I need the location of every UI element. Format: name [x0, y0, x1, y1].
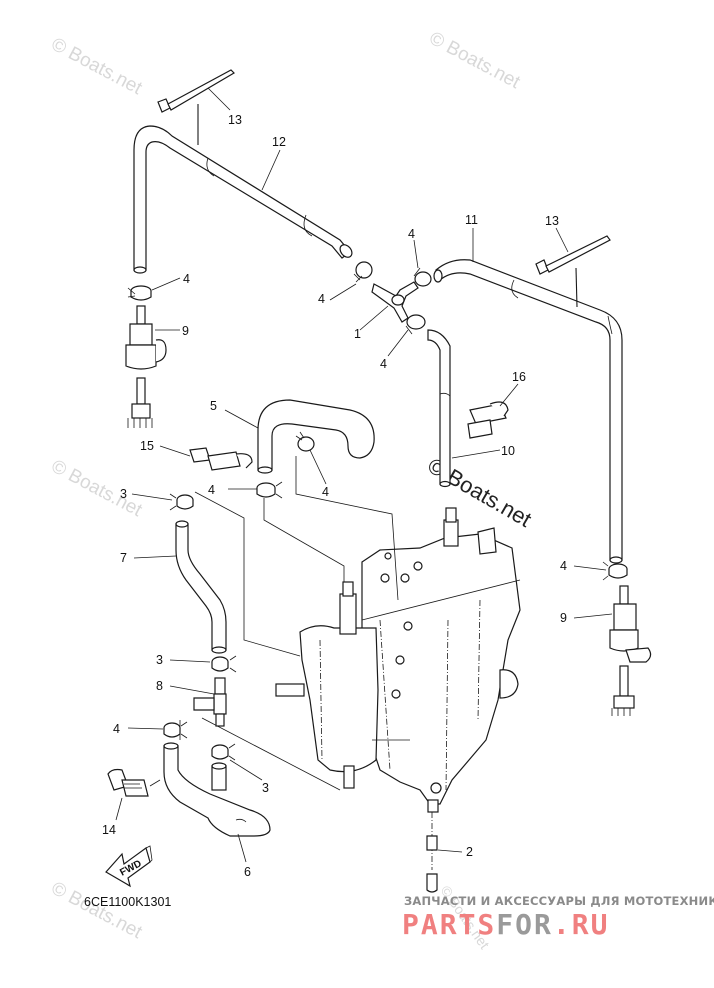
- callout-10: 10: [501, 444, 515, 458]
- clamp-4-hose5: [295, 431, 315, 452]
- clamp-4-center-right: [413, 267, 432, 287]
- callout-4-g: 4: [560, 559, 567, 573]
- callout-13-left: 13: [228, 113, 242, 127]
- callout-2: 2: [466, 845, 473, 859]
- clamp-4-left-top: [127, 285, 152, 301]
- hose-10: [427, 329, 451, 488]
- watermark-top-right: © Boats.net: [426, 28, 524, 94]
- advert-banner: ЗАПЧАСТИ И АКСЕССУАРЫ ДЛЯ МОТОТЕХНИКИ PA…: [402, 894, 714, 941]
- callout-6: 6: [244, 865, 251, 879]
- clamp-4-center-left: [353, 261, 373, 283]
- clamp-3-lower: [211, 743, 236, 761]
- callout-11: 11: [465, 213, 478, 227]
- callout-16: 16: [512, 370, 526, 384]
- clamp-3-middle: [211, 655, 237, 673]
- hose-5: [257, 399, 375, 474]
- clip-14: [107, 768, 149, 797]
- fuel-connector-9-left: [125, 305, 167, 428]
- callout-13-right: 13: [545, 214, 559, 228]
- watermark-top-left: © Boats.net: [48, 34, 146, 100]
- routing-lines: [179, 456, 399, 791]
- hose-12: [133, 125, 353, 274]
- callout-15: 15: [140, 439, 154, 453]
- hose-6: [163, 742, 271, 837]
- callout-4-a: 4: [183, 272, 190, 286]
- callout-8: 8: [156, 679, 163, 693]
- callout-3-b: 3: [156, 653, 163, 667]
- advert-logo-for: FOR: [496, 908, 553, 941]
- clip-15: [189, 447, 253, 471]
- clamp-4-lower: [163, 721, 188, 739]
- watermark-mid-left: © Boats.net: [48, 456, 146, 522]
- hose-11: [433, 259, 623, 564]
- callout-14: 14: [102, 823, 116, 837]
- joint-8: [193, 677, 227, 727]
- clamp-4-right: [602, 561, 628, 581]
- drawing-code: 6CE1100K1301: [84, 895, 171, 909]
- joint-1: [371, 281, 419, 323]
- fuel-filter-assembly: [275, 507, 521, 813]
- callout-12: 12: [272, 135, 286, 149]
- clamp-4-center-bottom: [405, 314, 426, 335]
- hose-7: [175, 520, 227, 654]
- cable-tie-left: [157, 69, 235, 145]
- callout-3-c: 3: [262, 781, 269, 795]
- callout-9-right: 9: [560, 611, 567, 625]
- clamp-3-upper: [169, 493, 194, 511]
- watermark-bottom-left: © Boats.net: [48, 878, 146, 944]
- advert-tagline: ЗАПЧАСТИ И АКСЕССУАРЫ ДЛЯ МОТОТЕХНИКИ: [404, 894, 714, 908]
- callout-1: 1: [354, 327, 361, 341]
- callout-7: 7: [120, 551, 127, 565]
- advert-logo-parts: PARTS: [402, 908, 496, 941]
- clip-16: [467, 401, 509, 439]
- callout-4-h: 4: [113, 722, 120, 736]
- callout-3-a: 3: [120, 487, 127, 501]
- callout-4-b: 4: [318, 292, 325, 306]
- cable-tie-right: [535, 235, 611, 308]
- pin-2: [426, 812, 438, 893]
- callout-4-e: 4: [322, 485, 329, 499]
- callout-9-left: 9: [182, 324, 189, 338]
- callout-4-d: 4: [380, 357, 387, 371]
- fuel-connector-9-right: [609, 585, 652, 716]
- advert-logo: PARTSFOR.RU: [402, 908, 609, 941]
- forward-direction-arrow: FWD: [105, 845, 153, 888]
- callout-5: 5: [210, 399, 217, 413]
- clamp-4-left-mid: [256, 481, 283, 499]
- advert-logo-ru: .RU: [553, 908, 610, 941]
- callout-4-c: 4: [408, 227, 415, 241]
- callout-4-f: 4: [208, 483, 215, 497]
